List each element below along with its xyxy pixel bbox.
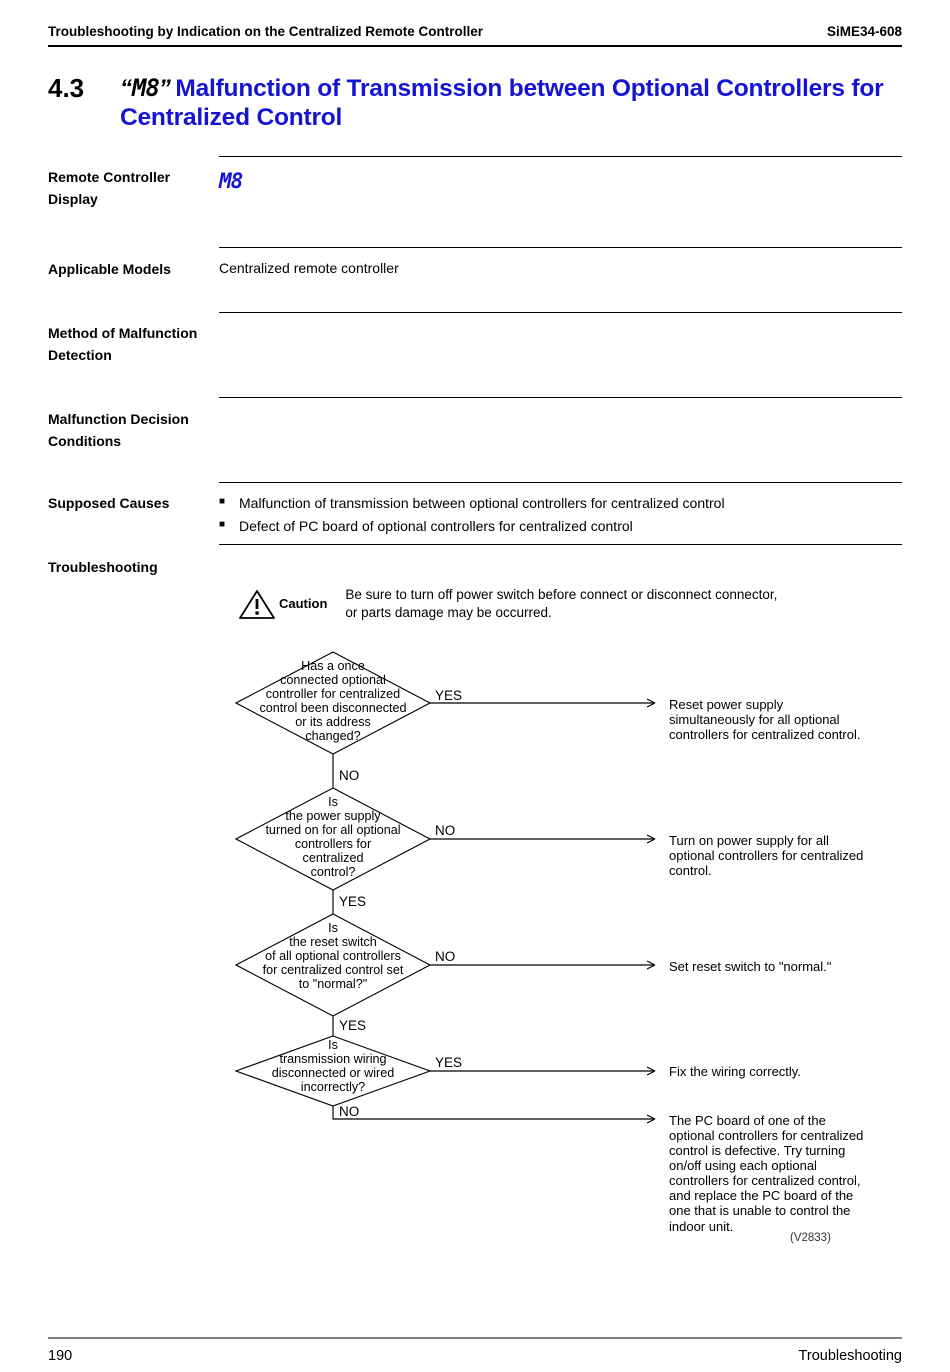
decision-1-line-2: connected optional [280, 673, 386, 687]
flowchart-result-4: Fix the wiring correctly. [669, 1064, 801, 1079]
page-header: Troubleshooting by Indication on the Cen… [48, 24, 902, 39]
cause-text: Defect of PC board of optional controlle… [239, 517, 633, 534]
decision-1-line-6: changed? [305, 729, 360, 743]
decision-3-branch-yes: YES [339, 1018, 366, 1033]
decision-4-line-2: transmission wiring [279, 1052, 386, 1066]
spec-row-applicable-models: Applicable Models Centralized remote con… [48, 247, 902, 320]
error-code-close-quote: ” [158, 75, 171, 102]
decision-1-branch-yes: YES [435, 688, 462, 703]
footer-section-name: Troubleshooting [798, 1348, 902, 1364]
header-title: Troubleshooting by Indication on the Cen… [48, 24, 484, 39]
list-item: ■ Defect of PC board of optional control… [219, 515, 902, 538]
decision-4-line-1: Is [328, 1038, 338, 1052]
decision-3-line-2: the reset switch [289, 935, 377, 949]
page-title: Malfunction of Transmission between Opti… [120, 75, 884, 131]
error-code-display: M8 [132, 74, 160, 102]
spec-label: Malfunction Decision Conditions [48, 411, 189, 450]
spec-row-remote-controller-display: Remote Controller Display M8 [48, 156, 902, 254]
decision-2-line-5: centralized [303, 851, 364, 865]
decision-3-line-5: to "normal?" [299, 977, 367, 991]
decision-4-branch-yes: YES [435, 1055, 462, 1070]
spec-label: Remote Controller Display [48, 169, 171, 208]
caution-text: Be sure to turn off power switch before … [345, 587, 778, 620]
spec-row-supposed-causes: Supposed Causes ■ Malfunction of transmi… [48, 482, 902, 548]
decision-2-branch-yes: YES [339, 894, 366, 909]
flowchart-result-2: Turn on power supply for all optional co… [669, 833, 864, 879]
list-item: ■ Malfunction of transmission between op… [219, 492, 902, 515]
spec-label: Troubleshooting [48, 559, 158, 575]
caution-label: Caution [279, 596, 328, 612]
bullet-square-icon: ■ [219, 518, 226, 530]
section-number: 4.3 [48, 73, 85, 103]
section-title-block: 4.3 “M8” Malfunction of Transmission bet… [48, 73, 908, 132]
cause-text: Malfunction of transmission between opti… [239, 495, 725, 511]
spec-value: M8 [219, 166, 902, 198]
lcd-error-code: M8 [219, 169, 243, 193]
decision-1-branch-no: NO [339, 768, 359, 783]
header-divider [48, 45, 902, 47]
page-footer: 190 Troubleshooting [48, 1348, 902, 1364]
flowchart-decision-1: Has a once connected optional controller… [234, 651, 432, 755]
flowchart-decision-2: Is the power supply turned on for all op… [234, 787, 432, 891]
decision-4-line-4: incorrectly? [301, 1080, 365, 1094]
page-number: 190 [48, 1348, 73, 1364]
bullet-square-icon: ■ [219, 496, 226, 507]
decision-1-line-5: or its address [295, 715, 371, 729]
decision-1-line-4: control been disconnected [259, 701, 406, 715]
spec-value: Centralized remote controller [219, 260, 399, 276]
decision-3-line-1: Is [328, 921, 338, 935]
spec-label: Method of Malfunction Detection [48, 325, 198, 364]
header-doc-code: SiME34-608 [826, 24, 902, 39]
spec-value: ■ Malfunction of transmission between op… [219, 492, 902, 537]
decision-1-line-1: Has a once [301, 659, 365, 673]
decision-4-line-3: disconnected or wired [272, 1066, 395, 1080]
decision-3-line-3: of all optional controllers [265, 949, 401, 963]
warning-triangle-icon [239, 590, 275, 619]
decision-3-branch-no: NO [435, 949, 455, 964]
flowchart-result-final: The PC board of one of the optional cont… [669, 1113, 864, 1234]
spec-label: Supposed Causes [48, 495, 170, 511]
caution-block: Caution Be sure to turn off power switch… [238, 586, 777, 622]
decision-2-line-4: controllers for [295, 837, 371, 851]
spec-row-decision-conditions: Malfunction Decision Conditions [48, 397, 902, 490]
decision-2-line-2: the power supply [285, 809, 381, 823]
flowchart-result-3: Set reset switch to "normal." [669, 959, 832, 974]
decision-2-line-1: Is [328, 795, 338, 809]
flowchart-decision-3: Is the reset switch of all optional cont… [234, 913, 432, 1017]
decision-2-branch-no: NO [435, 823, 455, 838]
spec-row-detection-method: Method of Malfunction Detection [48, 312, 902, 404]
version-code: (V2833) [790, 1232, 831, 1244]
decision-1-line-3: controller for centralized [266, 687, 400, 701]
decision-2-line-3: turned on for all optional [265, 823, 400, 837]
footer-divider [48, 1337, 902, 1339]
spec-row-troubleshooting: Troubleshooting [48, 544, 902, 586]
flowchart-result-1: Reset power supply simultaneously for al… [669, 697, 861, 743]
spec-label: Applicable Models [48, 261, 171, 277]
decision-3-line-4: for centralized control set [263, 963, 404, 977]
flowchart-decision-4: Is transmission wiring disconnected or w… [234, 1035, 432, 1107]
decision-4-branch-no: NO [339, 1104, 359, 1119]
error-code-open-quote: “ [120, 75, 132, 102]
decision-2-line-6: control? [311, 865, 356, 879]
